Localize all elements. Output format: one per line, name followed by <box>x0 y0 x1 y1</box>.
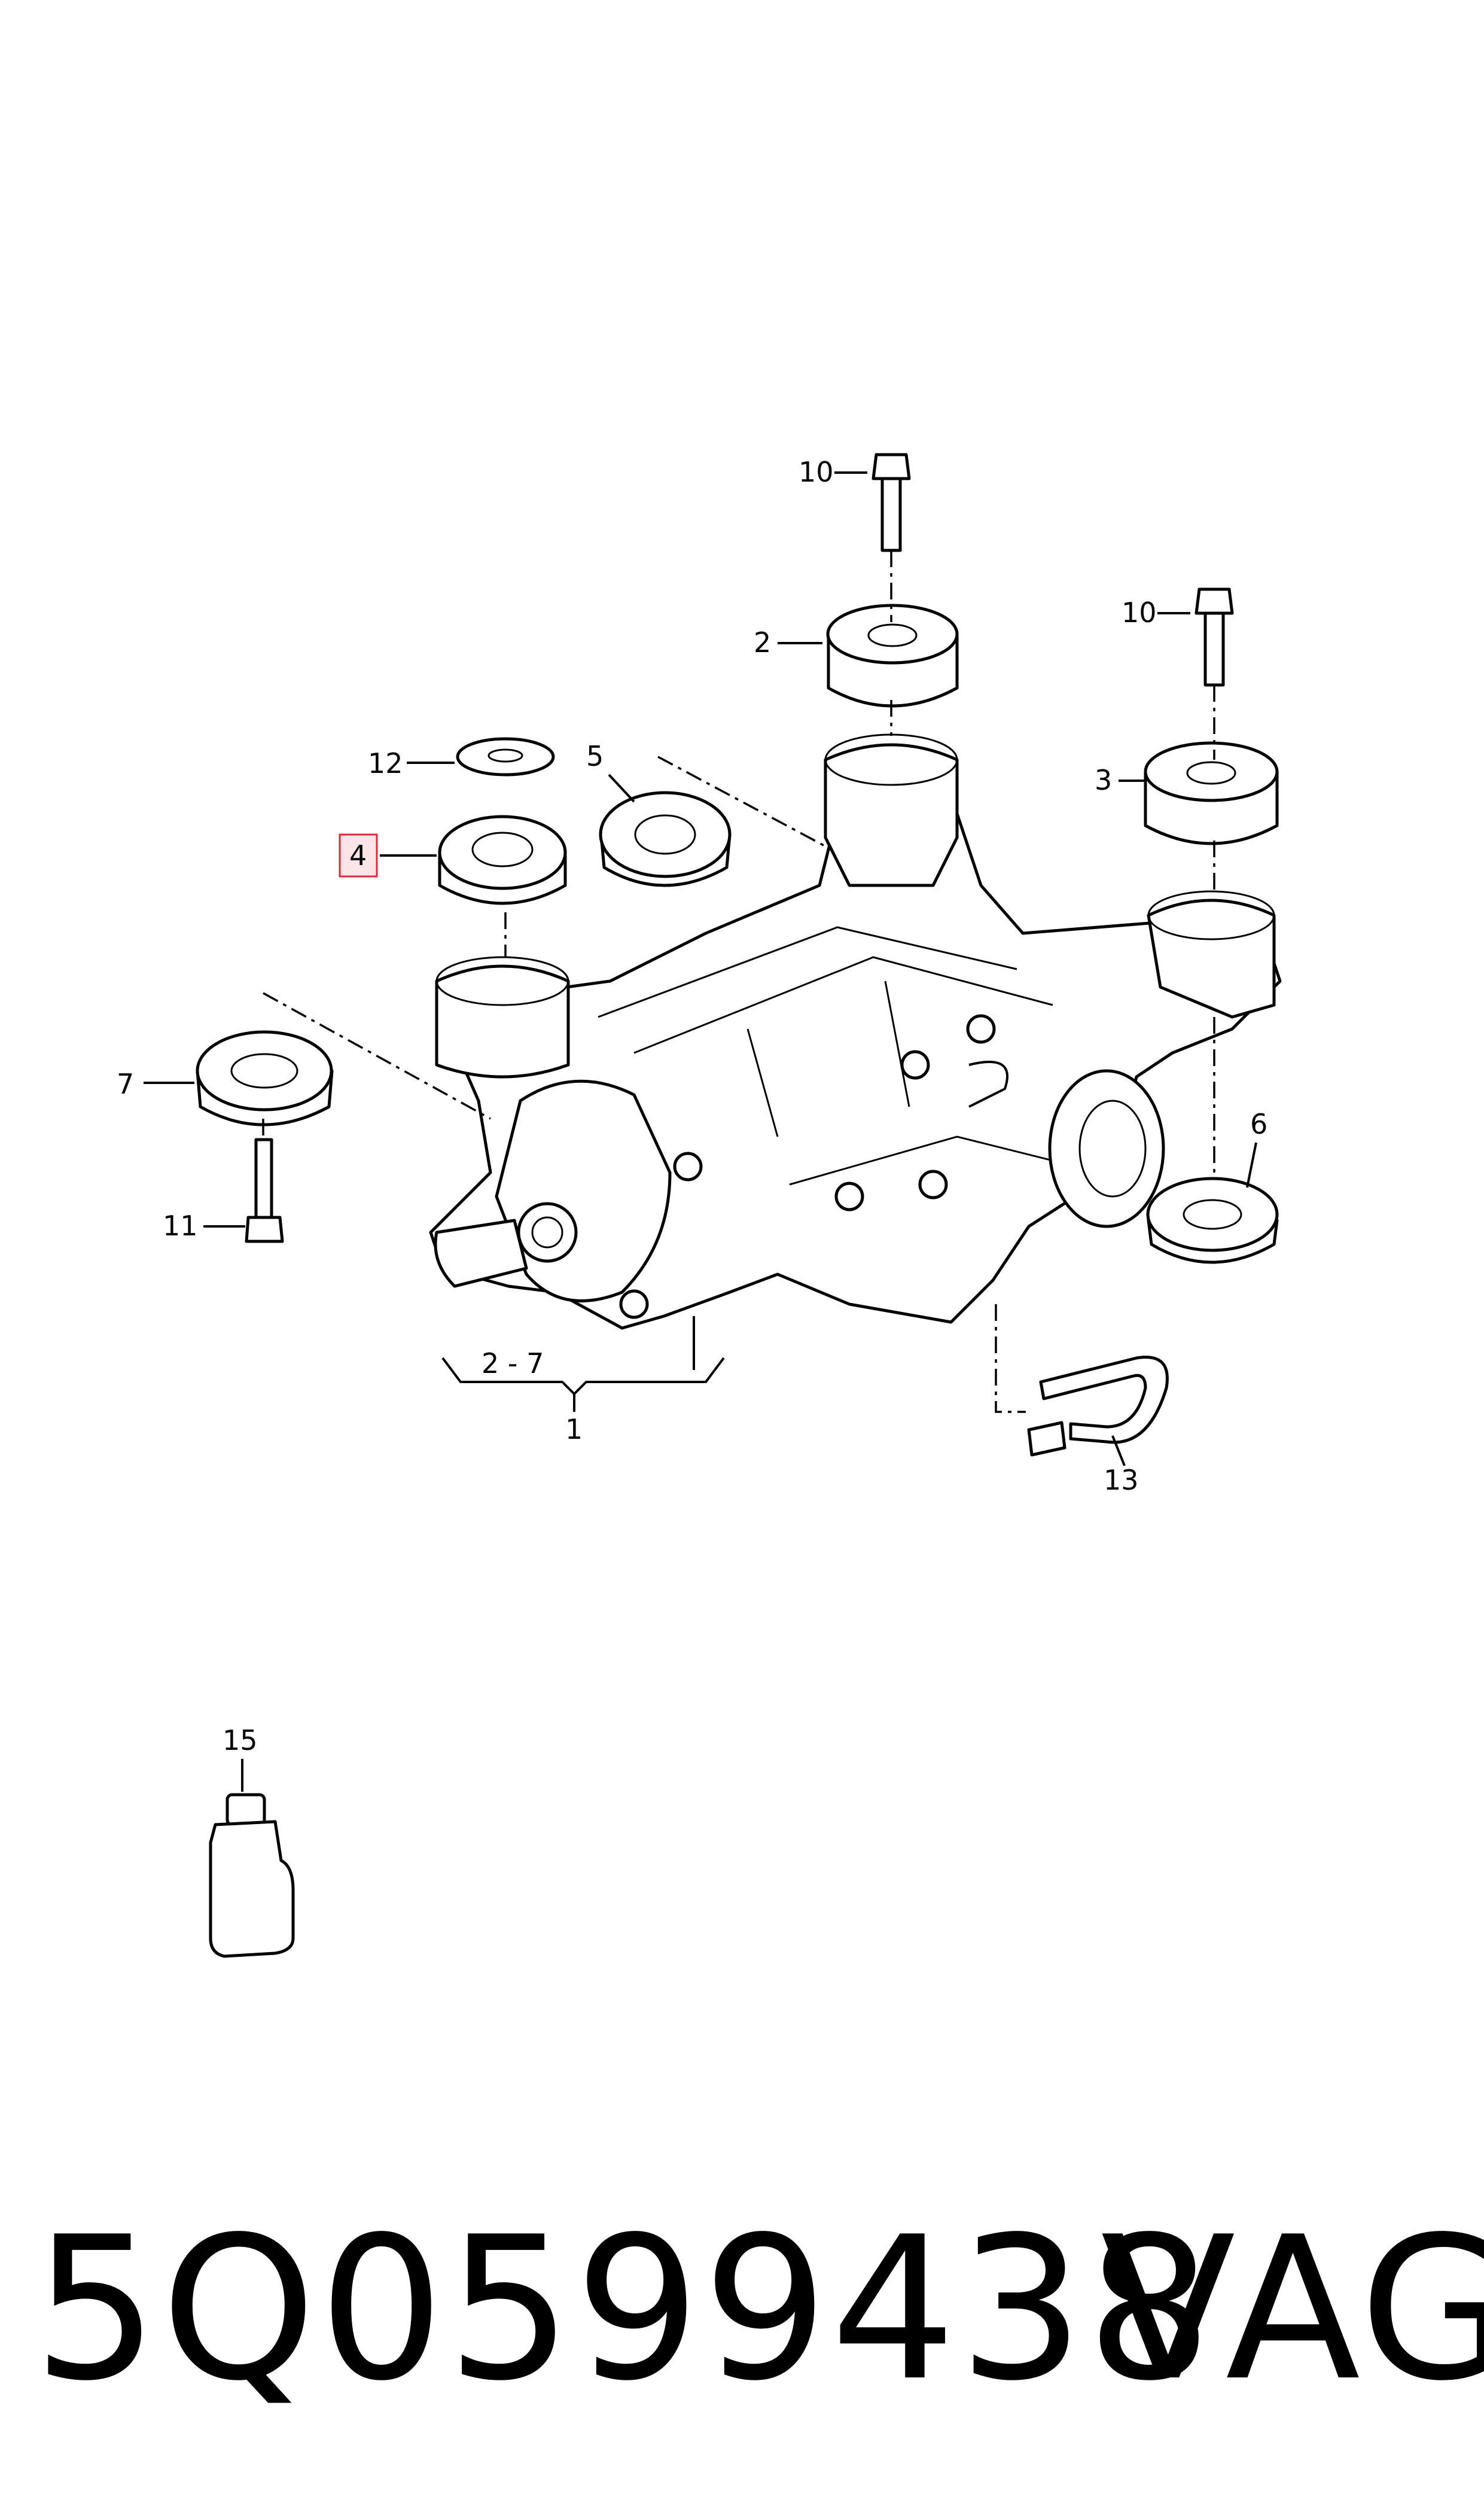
callout-2-7: 2 - 7 <box>482 1347 544 1380</box>
hose-13 <box>1027 1356 1169 1457</box>
callout-13: 13 <box>1104 1464 1139 1496</box>
callout-7: 7 <box>117 1068 134 1100</box>
callout-12: 12 <box>368 747 403 780</box>
callout-2: 2 <box>754 626 771 659</box>
mount-5 <box>599 791 732 887</box>
mount-3 <box>1144 741 1279 845</box>
bolt-11 <box>245 1138 284 1243</box>
callout-15: 15 <box>223 1724 258 1756</box>
mount-6 <box>1146 1177 1279 1264</box>
leader-lines <box>144 471 1257 1792</box>
oil-bottle-15 <box>209 1793 295 1958</box>
highlight-box <box>339 833 378 878</box>
mount-7 <box>196 1030 334 1126</box>
callout-10-right: 10 <box>1122 596 1157 629</box>
mount-4 <box>438 815 567 905</box>
callout-11: 11 <box>163 1210 198 1242</box>
brand-label: VAG <box>1101 2194 1484 2424</box>
footer: 5Q0599438 VAG <box>0 2190 1484 2429</box>
callout-5: 5 <box>586 740 604 772</box>
mount-2 <box>826 604 959 708</box>
part-number: 5Q0599438 <box>33 2194 1215 2424</box>
callout-1: 1 <box>565 1413 583 1445</box>
alignment-lines <box>262 550 1215 1413</box>
callout-4: 4 <box>349 839 367 872</box>
callout-3: 3 <box>1095 764 1112 796</box>
washer-12 <box>456 737 555 777</box>
callout-6: 6 <box>1250 1108 1267 1140</box>
bolt-10-top <box>871 453 911 552</box>
callout-10-top: 10 <box>799 456 834 488</box>
differential-subframe-illustration <box>429 733 1282 1330</box>
bolt-10-right <box>1194 587 1234 687</box>
